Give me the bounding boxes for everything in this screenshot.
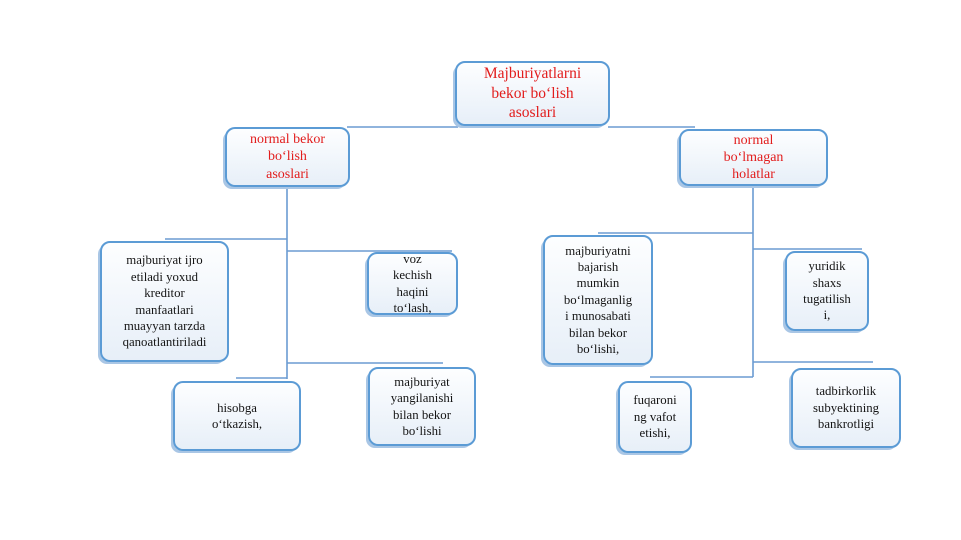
node-hisobga-otkazish: hisobga o‘tkazish,	[173, 381, 301, 451]
node-ijro-qanoatlantirish-label: majburiyat ijro etiladi yoxud kreditor m…	[122, 253, 207, 350]
node-bankrotlik-label: tadbirkorlik subyektining bankrotligi	[812, 384, 880, 432]
node-abnormal-group-label: normal bo‘lmagan holatlar	[723, 132, 784, 183]
node-abnormal-group: normal bo‘lmagan holatlar	[679, 129, 828, 186]
node-majburiyat-yangilanishi-label: majburiyat yangilanishi bilan bekor bo‘l…	[390, 374, 454, 438]
node-majburiyat-yangilanishi: majburiyat yangilanishi bilan bekor bo‘l…	[368, 367, 476, 446]
node-root-label: Majburiyatlarni bekor bo‘lish asoslari	[483, 65, 582, 122]
node-root: Majburiyatlarni bekor bo‘lish asoslari	[455, 61, 610, 126]
node-bankrotlik: tadbirkorlik subyektining bankrotligi	[791, 368, 901, 448]
node-fuqaro-vafoti-label: fuqaroni ng vafot etishi,	[633, 393, 677, 441]
node-ijro-qanoatlantirish: majburiyat ijro etiladi yoxud kreditor m…	[100, 241, 229, 362]
node-bajarish-mumkin-emas: majburiyatni bajarish mumkin bo‘lmaganli…	[543, 235, 653, 365]
node-bajarish-mumkin-emas-label: majburiyatni bajarish mumkin bo‘lmaganli…	[563, 243, 633, 356]
node-voz-kechish: voz kechish haqini to‘lash,	[367, 252, 458, 315]
node-fuqaro-vafoti: fuqaroni ng vafot etishi,	[618, 381, 692, 453]
node-hisobga-otkazish-label: hisobga o‘tkazish,	[211, 400, 263, 431]
node-normal-group: normal bekor bo‘lish asoslari	[225, 127, 350, 187]
node-normal-group-label: normal bekor bo‘lish asoslari	[249, 132, 326, 182]
node-yuridik-shaxs-tugatilishi-label: yuridik shaxs tugatilish i,	[803, 259, 851, 323]
node-voz-kechish-label: voz kechish haqini to‘lash,	[392, 251, 433, 315]
node-yuridik-shaxs-tugatilishi: yuridik shaxs tugatilish i,	[785, 251, 869, 331]
